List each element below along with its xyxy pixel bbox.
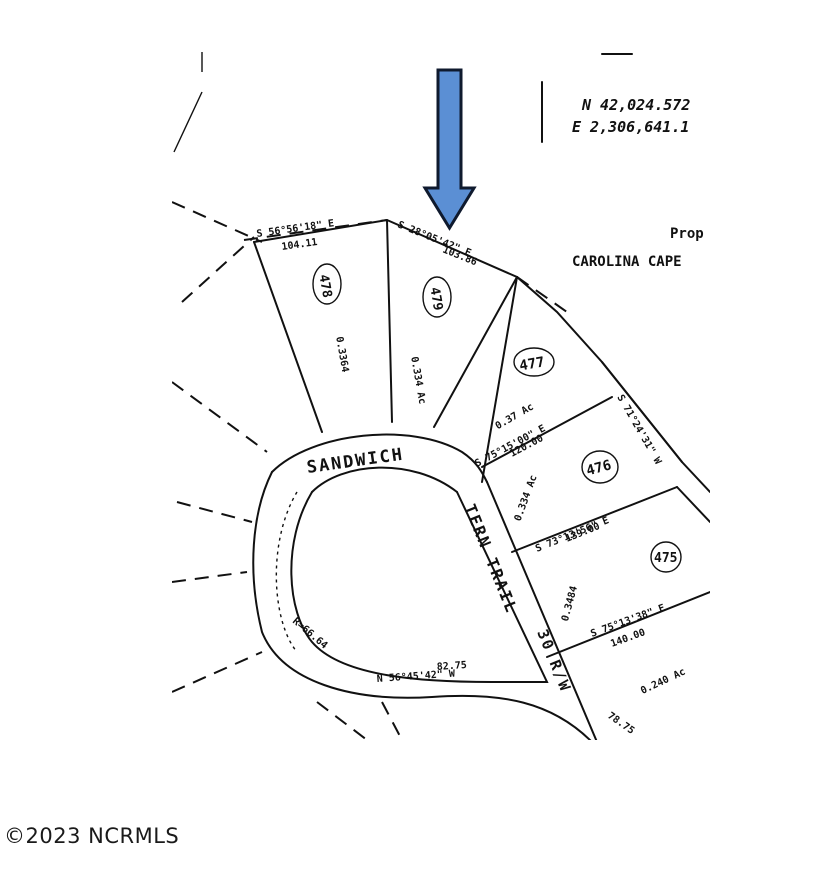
boundary-dash-2 bbox=[172, 381, 268, 453]
lot-number-478: 478 bbox=[315, 273, 334, 299]
street-label-rw: 30 R/W bbox=[533, 627, 574, 695]
boundary-dash-1 bbox=[172, 201, 263, 243]
lot-line-475-next bbox=[546, 591, 710, 658]
boundary-dash-4 bbox=[172, 571, 248, 583]
boundary-top-left bbox=[173, 52, 203, 153]
plat-drawing: 478 479 477 476 475 0.3364 0.334 Ac 0.37… bbox=[172, 52, 710, 740]
owner-label-partial: Prop bbox=[670, 226, 704, 242]
lot-line-477-476 bbox=[481, 396, 613, 468]
lot-circle-477 bbox=[513, 347, 555, 377]
bearing-1-dist: 104.11 bbox=[281, 237, 318, 253]
plat-map: 478 479 477 476 475 0.3364 0.334 Ac 0.37… bbox=[172, 52, 710, 740]
lot-line-478-479 bbox=[386, 219, 393, 423]
culdesac-inner bbox=[290, 491, 549, 683]
lot-area-477: 0.37 Ac bbox=[494, 401, 536, 432]
culdesac-outer bbox=[252, 471, 592, 740]
culdesac-top-arc bbox=[271, 433, 488, 483]
boundary-dash-3 bbox=[176, 501, 253, 523]
lot-number-479: 479 bbox=[426, 286, 445, 312]
lot-area-476: 0.334 Ac bbox=[513, 474, 540, 523]
coord-east: E 2,306,641.1 bbox=[572, 118, 689, 136]
lot-number-475: 475 bbox=[654, 551, 677, 566]
road-edge-west bbox=[486, 481, 598, 740]
lot-area-extra: 0.240 Ac bbox=[639, 667, 687, 697]
lot-circle-476 bbox=[581, 450, 619, 484]
boundary-dash-5 bbox=[172, 651, 263, 693]
culdesac-offset bbox=[275, 491, 298, 653]
lot-circle-478 bbox=[312, 263, 342, 305]
lot-number-477: 477 bbox=[518, 354, 546, 374]
lot-area-478: 0.3364 bbox=[333, 336, 350, 373]
east-dash bbox=[516, 276, 568, 313]
south-dash bbox=[316, 701, 403, 740]
owner-label: CAROLINA CAPE bbox=[572, 254, 682, 270]
road-edge-east bbox=[481, 276, 518, 483]
bearing-6-dist: 82.75 bbox=[436, 660, 467, 673]
curve-distance: 78.75 bbox=[605, 710, 636, 736]
bearing-1: S 56°56'18" E bbox=[256, 218, 335, 240]
street-label-sandwich: SANDWICH bbox=[306, 445, 406, 478]
east-boundary bbox=[601, 361, 710, 493]
lot-number-476: 476 bbox=[585, 457, 614, 479]
culdesac-inner-top bbox=[311, 466, 458, 493]
lot-line-479-477 bbox=[433, 276, 518, 428]
lot-circle-475 bbox=[650, 541, 682, 573]
lot-area-479: 0.334 Ac bbox=[408, 356, 427, 405]
coord-north: N 42,024.572 bbox=[581, 96, 690, 114]
lot-line-476-475 bbox=[511, 486, 678, 553]
curve-radius: R=66.64 bbox=[290, 616, 329, 652]
copyright-text: ©2023 NCRMLS bbox=[4, 824, 180, 848]
lot-circle-479 bbox=[422, 276, 452, 318]
boundary-dash-6 bbox=[181, 236, 255, 303]
lot-line-478-west bbox=[253, 241, 323, 433]
east-boundary-2 bbox=[676, 486, 710, 523]
location-arrow bbox=[422, 68, 477, 231]
lot-area-475: 0.3484 bbox=[560, 585, 580, 623]
